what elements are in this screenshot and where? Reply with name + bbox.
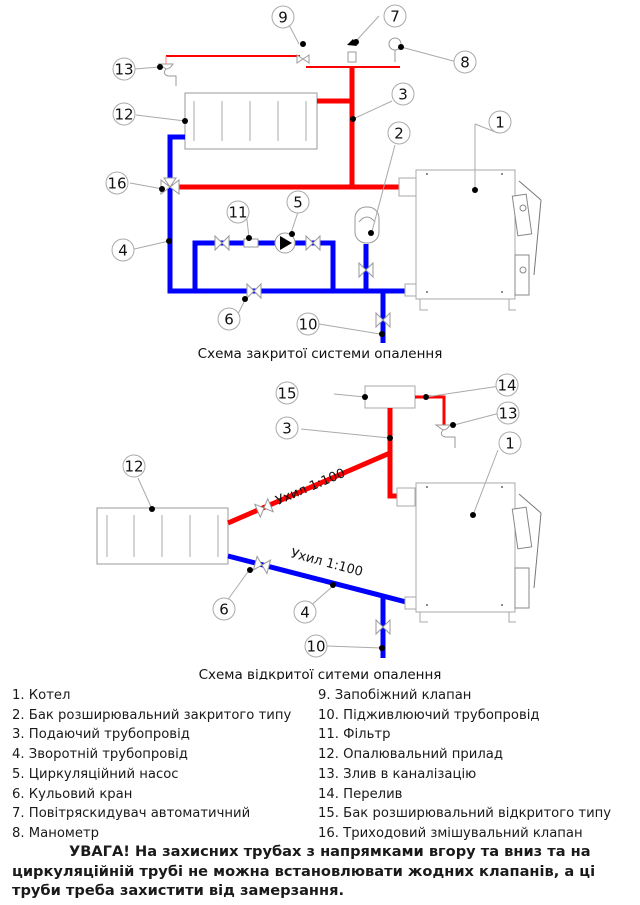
radiator — [96, 507, 229, 565]
legend-item: 4. Зворотній трубопровід — [12, 747, 188, 763]
callout-number: 8 — [460, 54, 470, 72]
closed-system-caption: Схема закритої системи опалення — [198, 346, 443, 362]
callout-bubble — [112, 102, 136, 126]
callout-number: 7 — [390, 8, 400, 26]
drain-funnel-icon — [434, 424, 456, 448]
legend-item: 10. Підживлюючий трубопровід — [318, 707, 540, 723]
legend-item: 2. Бак розширювальний закритого типу — [12, 707, 292, 723]
warning-text: На захисних трубах з напрямками вгору та… — [12, 843, 596, 899]
supply-pipe — [166, 55, 410, 190]
callout-number: 9 — [278, 9, 288, 27]
callout-number: 13 — [498, 405, 517, 423]
callout-bubble — [217, 307, 241, 331]
callout-bubble — [498, 431, 522, 455]
callout-bubble — [391, 82, 415, 106]
callout-bubble — [495, 373, 519, 397]
legend-right-column: 9. Запобіжний клапан 10. Підживлюючий тр… — [318, 686, 611, 844]
boiler-icon — [396, 482, 542, 623]
legend-item: 1. Котел — [12, 688, 71, 703]
leader-dots — [157, 39, 478, 337]
legend-item: 9. Запобіжний клапан — [318, 688, 472, 703]
legend-item: 6. Кульовий кран — [12, 786, 133, 802]
safety-valve-icon — [296, 54, 310, 64]
callout-bubble — [387, 121, 411, 145]
callout-number: 12 — [114, 106, 133, 124]
radiator — [184, 92, 318, 150]
legend-item: 14. Перелив — [318, 786, 403, 802]
leader-dots — [149, 394, 476, 651]
callout-bubble — [226, 200, 250, 224]
manometer-icon — [388, 37, 402, 62]
callout-bubble — [271, 5, 295, 29]
legend-item: 3. Подаючий трубопровід — [12, 727, 190, 743]
callout-number: 16 — [107, 175, 126, 193]
drain-funnel-icon — [157, 56, 177, 86]
callout-bubble — [286, 190, 310, 214]
warning-note: УВАГА! На захисних трубах з напрямками в… — [12, 842, 632, 901]
callout-number: 15 — [277, 385, 296, 403]
legend-item: 13. Злив в каналізацію — [318, 766, 477, 782]
callout-number: 3 — [398, 86, 408, 104]
legend-item: 16. Триходовий змішувальний клапан — [318, 825, 583, 841]
callout-bubble — [212, 597, 236, 621]
ball-valve-icon — [305, 235, 321, 251]
callout-number: 12 — [124, 458, 143, 476]
open-system-caption: Схема відкритої ситеми опалення — [199, 667, 442, 680]
callout-number: 5 — [293, 194, 303, 212]
ball-valve-icon — [214, 235, 230, 251]
expansion-tank-icon — [354, 206, 380, 244]
warning-lead: УВАГА! — [69, 843, 130, 860]
ball-valve-icon — [246, 283, 262, 299]
open-expansion-tank-icon — [364, 385, 416, 409]
callout-number: 6 — [224, 311, 234, 329]
callout-number: 1 — [495, 114, 505, 132]
legend-item: 11. Фільтр — [318, 727, 391, 743]
legend-left-column: 1. Котел 2. Бак розширювальний закритого… — [12, 686, 291, 844]
supply-slope-label: Ухил 1:100 — [274, 466, 348, 509]
callout-number: 13 — [114, 61, 133, 79]
callout-number: 11 — [228, 204, 247, 222]
ball-valve-icon — [253, 497, 275, 519]
boiler-icon — [398, 169, 542, 311]
callout-bubble — [488, 110, 512, 134]
callout-number: 1 — [505, 435, 515, 453]
callout-bubble — [293, 600, 317, 624]
callout-bubble — [111, 238, 135, 262]
legend-item: 15. Бак розширювальний відкритого типу — [318, 806, 612, 822]
callout-number: 6 — [219, 601, 229, 619]
callout-number: 10 — [306, 638, 325, 656]
callout-bubble — [275, 381, 299, 405]
callout-number: 14 — [497, 377, 516, 395]
callout-bubble — [112, 57, 136, 81]
callout-number: 10 — [298, 316, 317, 334]
callout-number: 4 — [300, 604, 310, 622]
legend-item: 7. Повітряскидувач автоматичний — [12, 806, 251, 822]
legend-item: 8. Манометр — [12, 825, 100, 841]
callout-bubble — [122, 454, 146, 478]
pump-icon — [274, 232, 296, 254]
callout-bubble — [105, 171, 129, 195]
callout-bubble — [453, 50, 477, 74]
callout-number: 3 — [282, 420, 292, 438]
callout-bubble — [304, 634, 328, 658]
callout-number: 2 — [394, 125, 404, 143]
callout-bubble — [296, 312, 320, 336]
legend-item: 12. Опалювальний прилад — [318, 747, 503, 763]
legend-item: 5. Циркуляційний насос — [12, 766, 179, 782]
callout-bubble — [275, 416, 299, 440]
callout-bubble — [496, 401, 520, 425]
callout-bubble — [383, 4, 407, 28]
callout-number: 4 — [118, 242, 128, 260]
ball-valve-icon — [252, 555, 272, 575]
